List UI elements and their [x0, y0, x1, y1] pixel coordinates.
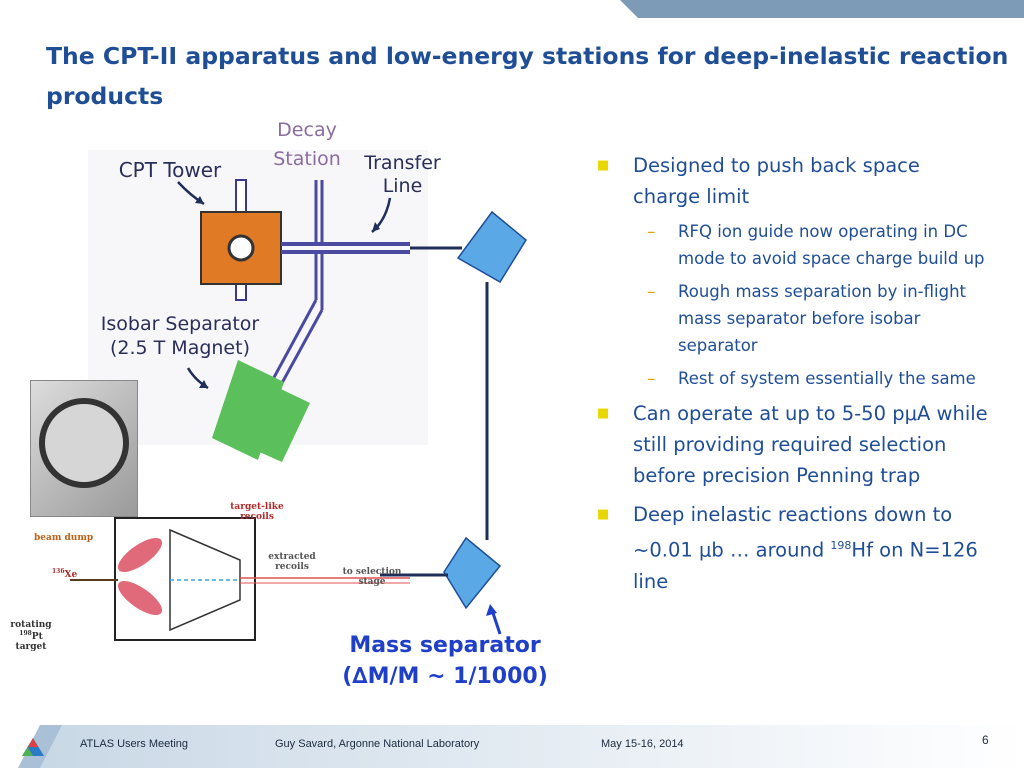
bullet-level2: –Rough mass separation by in-flight mass… [647, 282, 967, 355]
bullet-list: ■Designed to push back space charge limi… [595, 150, 990, 605]
bullet-level1: ■Designed to push back space charge limi… [597, 154, 920, 208]
bullet-level1: ■Can operate at up to 5-50 pμA while sti… [597, 402, 988, 487]
cpt-tower-label: CPT Tower [118, 158, 222, 182]
transfer-line-label: Transfer Line [364, 152, 441, 197]
footer-author: Guy Savard, Argonne National Laboratory [275, 738, 480, 750]
target-wheel-photo [30, 380, 138, 517]
mass-separator-arrow [490, 609, 502, 635]
footer-band [18, 725, 1024, 768]
apparatus-diagram [70, 179, 527, 641]
xe-beam-label: 136Xe [52, 568, 78, 580]
footer-meeting: ATLAS Users Meeting [80, 738, 189, 750]
footer-date: May 15-16, 2014 [601, 738, 684, 750]
mass-separator-label: Mass separator (∆M/M ~ 1/1000) [342, 633, 548, 689]
beam-dump-label: beam dump [34, 533, 94, 543]
top-accent-band [620, 0, 1024, 18]
gas-cell [114, 517, 256, 641]
argonne-logo-icon [22, 738, 44, 756]
extracted-recoils-label: extracted recoils [268, 552, 316, 572]
bullet-level1: ■Deep inelastic reactions down to ~0.01 … [597, 503, 978, 593]
target-like-label: target-like recoils [230, 502, 284, 522]
rotating-target-label: rotating 198Pt target [10, 620, 52, 652]
isobar-separator-label: Isobar Separator (2.5 T Magnet) [100, 313, 260, 359]
decay-station-label: Decay Station [273, 119, 341, 170]
lower-separator [443, 536, 502, 610]
cpt-trap [227, 234, 255, 262]
bullet-level2: –RFQ ion guide now operating in DC mode … [647, 222, 985, 268]
to-selection-label: to selection stage [342, 567, 402, 587]
upper-separator [456, 210, 527, 284]
slide-title: The CPT-II apparatus and low-energy stat… [46, 42, 1009, 110]
page-number: 6 [982, 733, 989, 747]
bullet-level2: –Rest of system essentially the same [647, 369, 976, 388]
